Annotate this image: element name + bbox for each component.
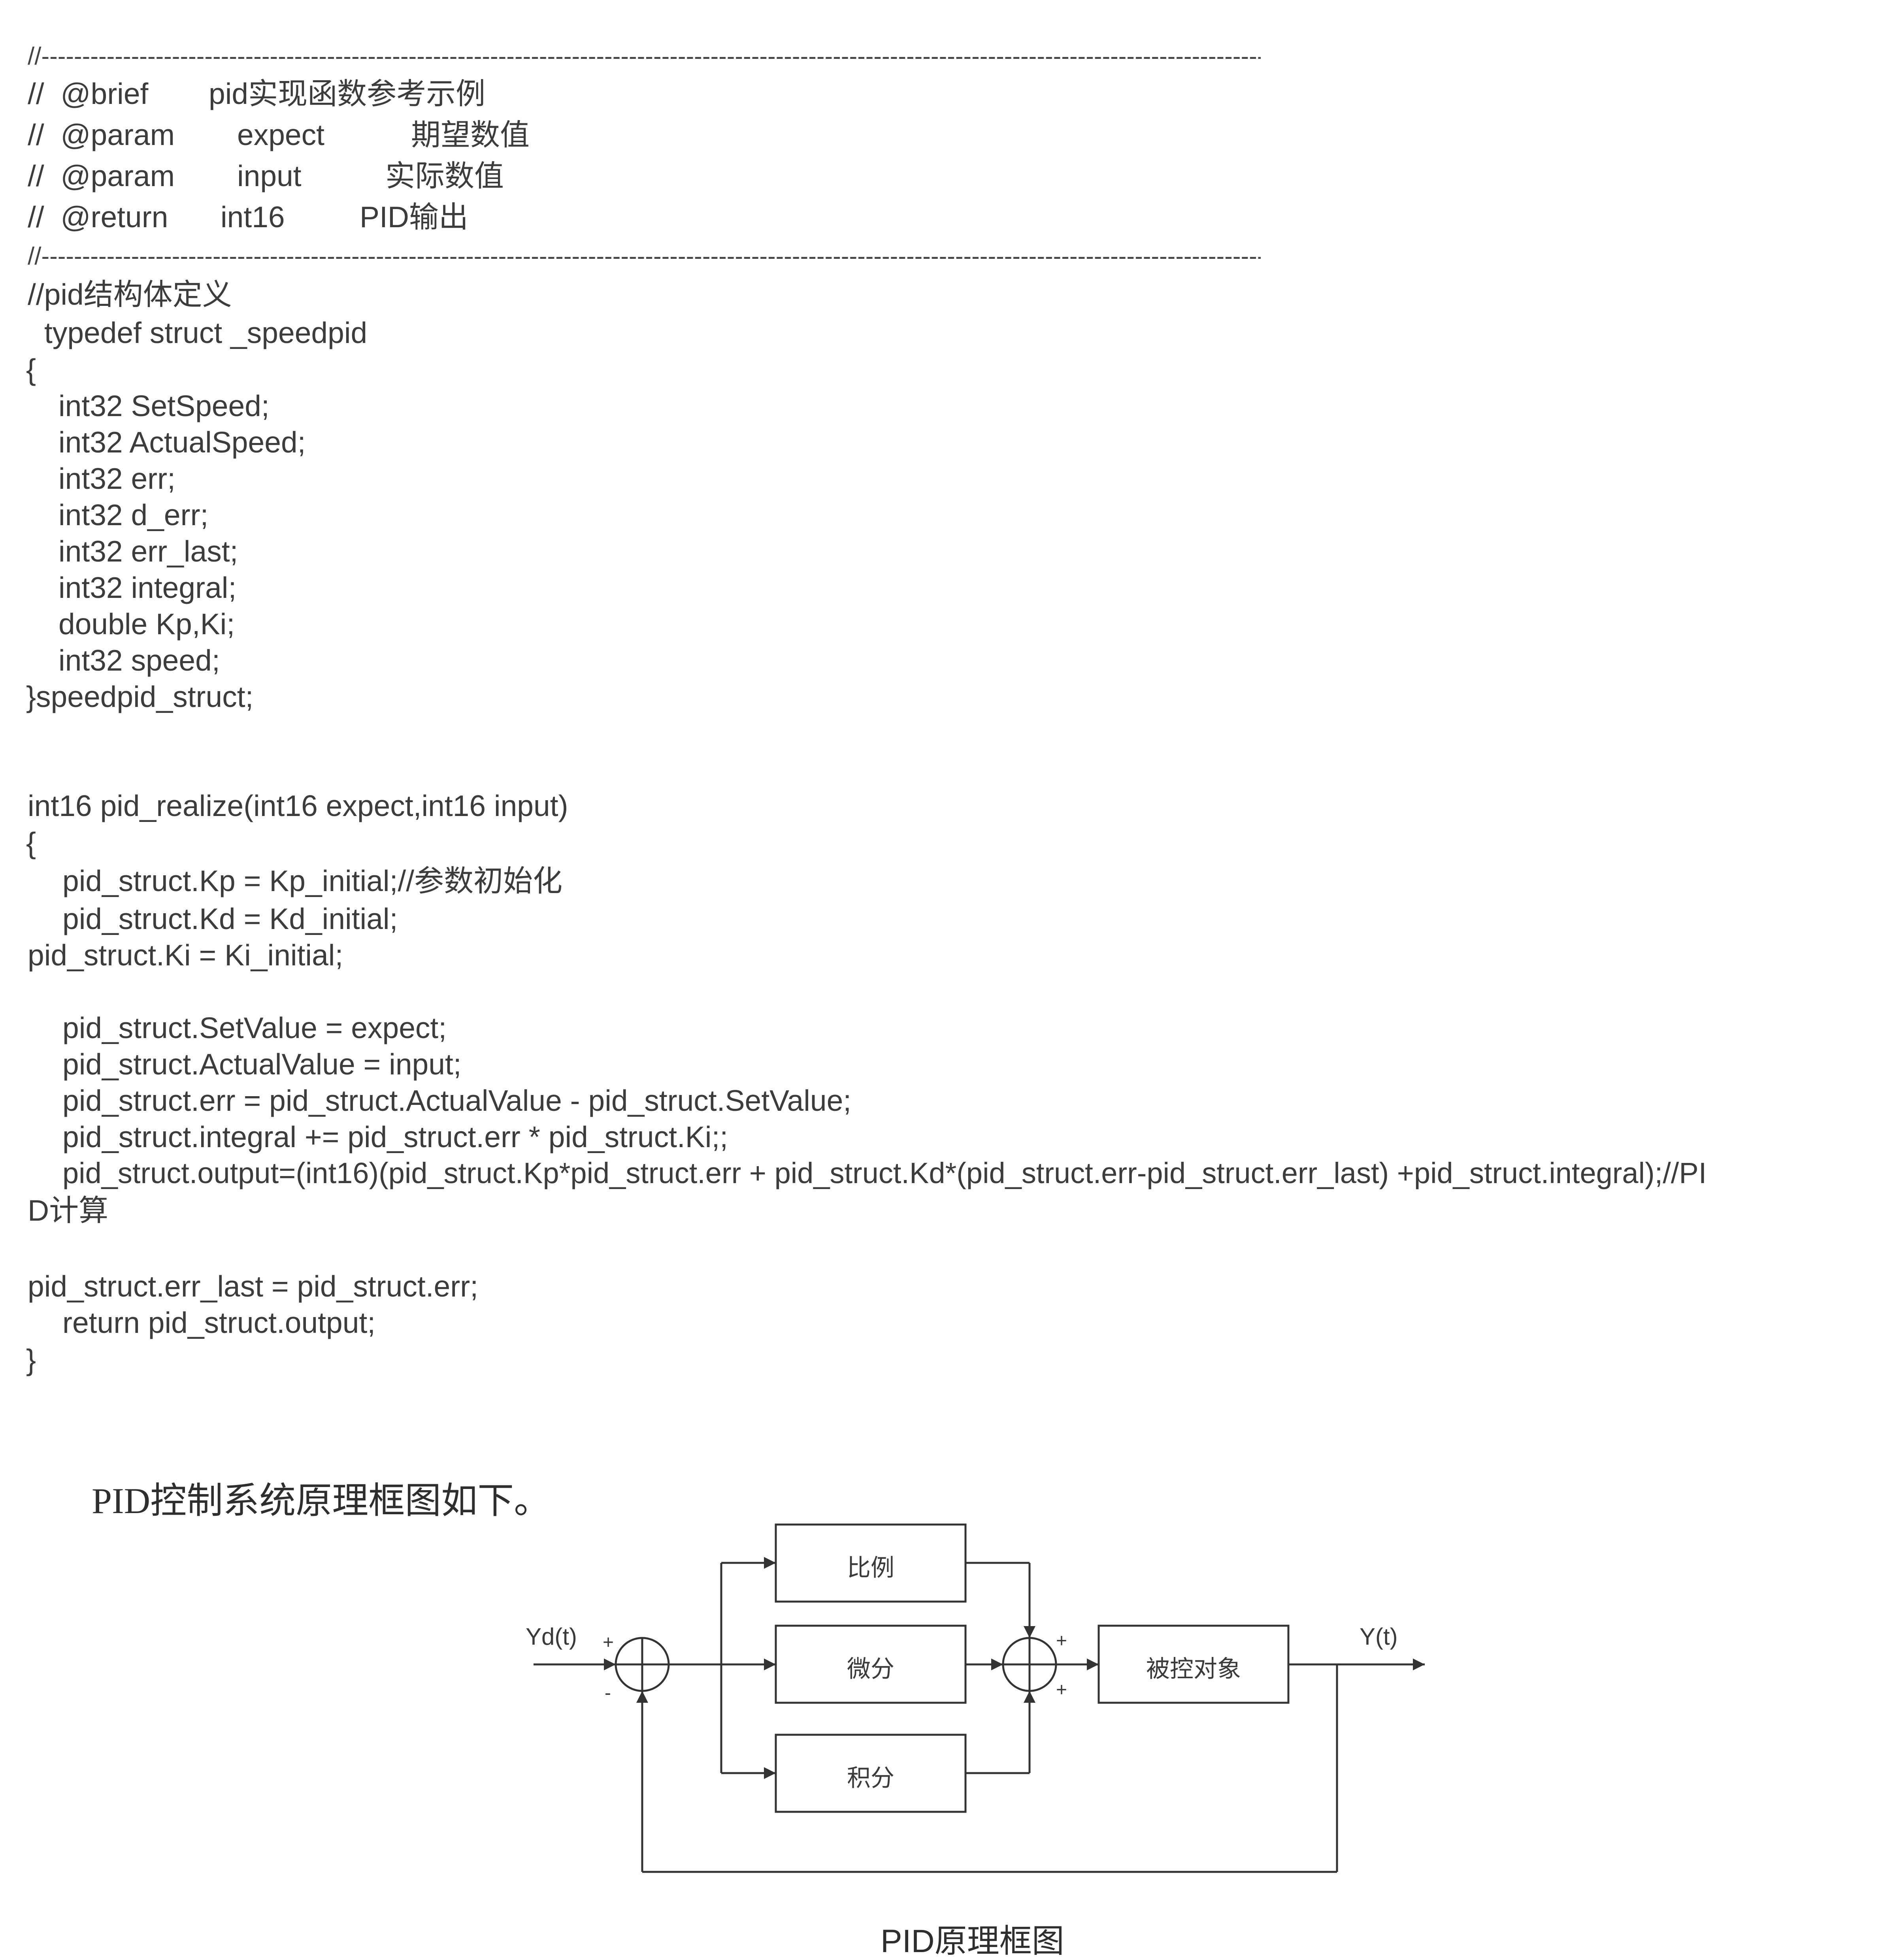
figure-caption: PID原理框图 (881, 1923, 1064, 1959)
sum2-plus-bottom: + (1056, 1679, 1067, 1700)
intro-text: PID控制系统原理框图如下。 (92, 1481, 551, 1521)
brief-value: pid实现函数参考示例 (209, 77, 486, 110)
struct-field: int32 SetSpeed; (58, 389, 270, 422)
return-key: // @return (28, 200, 168, 234)
param1-desc: 期望数值 (411, 118, 530, 151)
code-line-init-kp: pid_struct.Kp = Kp_initial;//参数初始化 (62, 864, 563, 897)
code-line-output-wrap: D计算 (28, 1194, 109, 1227)
code-line-set-value: pid_struct.SetValue = expect; (62, 1011, 447, 1044)
block-plant-label: 被控对象 (1146, 1656, 1241, 1682)
code-line-actual-value: pid_struct.ActualValue = input; (62, 1048, 462, 1081)
param1-name: expect (237, 118, 324, 151)
sum2-plus-top: + (1056, 1630, 1067, 1651)
code-line-init-ki: pid_struct.Ki = Ki_initial; (28, 939, 343, 972)
sum1-minus-sign: - (605, 1683, 611, 1704)
struct-field: double Kp,Ki; (58, 607, 235, 641)
code-line-integral: pid_struct.integral += pid_struct.err * … (62, 1120, 728, 1153)
param2-desc: 实际数值 (385, 159, 504, 192)
struct-comment: //pid结构体定义 (28, 278, 232, 311)
block-proportional-label: 比例 (847, 1555, 894, 1581)
struct-field: int32 err_last; (58, 535, 238, 568)
code-line-init-kd: pid_struct.Kd = Kd_initial; (62, 902, 398, 935)
param2-key: // @param (28, 159, 175, 192)
struct-typedef: typedef struct _speedpid (44, 316, 368, 349)
block-integral-label: 积分 (847, 1765, 894, 1791)
comment-separator-bottom: //--------------------------------------… (28, 244, 1261, 269)
code-line-output: pid_struct.output=(int16)(pid_struct.Kp*… (62, 1157, 1707, 1189)
param2-name: input (237, 159, 302, 192)
struct-field: int32 integral; (58, 571, 237, 604)
sum1-plus-sign: + (603, 1632, 614, 1653)
output-label: Y(t) (1360, 1623, 1398, 1650)
return-type: int16 (221, 200, 285, 234)
brief-key: // @brief (28, 77, 149, 110)
param1-key: // @param (28, 118, 175, 151)
function-open-brace: { (26, 826, 36, 859)
struct-field: int32 err; (58, 462, 175, 495)
code-line-err-last: pid_struct.err_last = pid_struct.err; (28, 1270, 479, 1303)
code-line-err: pid_struct.err = pid_struct.ActualValue … (62, 1084, 852, 1117)
struct-close: }speedpid_struct; (26, 680, 254, 713)
block-derivative-label: 微分 (847, 1656, 894, 1682)
struct-field: int32 ActualSpeed; (58, 426, 306, 459)
comment-separator-top: //--------------------------------------… (28, 44, 1261, 69)
code-line-return: return pid_struct.output; (62, 1306, 376, 1339)
function-close-brace: } (26, 1343, 36, 1376)
struct-open-brace: { (26, 353, 36, 386)
struct-field: int32 d_err; (58, 498, 209, 531)
input-label: Yd(t) (526, 1623, 577, 1650)
struct-field: int32 speed; (58, 644, 220, 677)
function-signature: int16 pid_realize(int16 expect,int16 inp… (28, 789, 568, 822)
return-desc: PID输出 (360, 200, 469, 234)
